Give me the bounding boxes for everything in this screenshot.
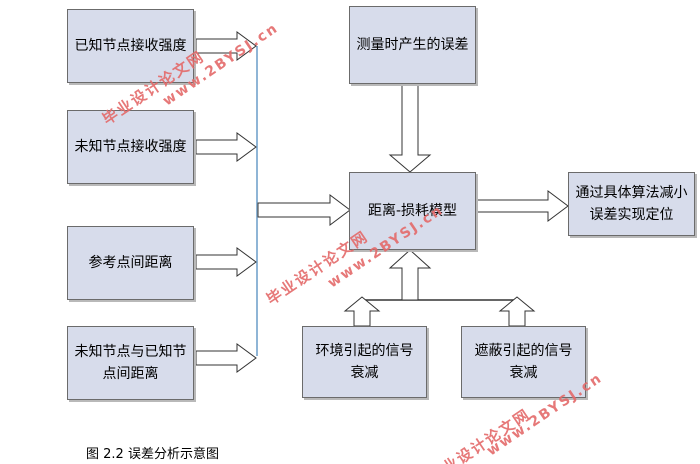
node-measurement-error-label: 测量时产生的误差 (356, 37, 469, 53)
node-shadowing-attenuation-label: 遮蔽引起的信号衰减 (474, 343, 573, 381)
arrow-known-strength (195, 31, 257, 61)
arrow-unknown-known-distance (195, 343, 257, 373)
arrow-attenuation-to-model (388, 249, 432, 301)
node-path-loss-model-label: 距离-损耗模型 (367, 203, 458, 219)
arrow-bus-to-model (257, 194, 351, 226)
node-known-strength-label: 已知节点接收强度 (74, 38, 187, 54)
node-unknown-known-distance: 未知节点与已知节点间距离 (67, 326, 194, 400)
arrow-unknown-strength (195, 132, 257, 162)
figure-caption: 图 2.2 误差分析示意图 (86, 447, 219, 462)
node-shadowing-attenuation: 遮蔽引起的信号衰减 (461, 326, 586, 398)
arrow-reference-distance (195, 247, 257, 277)
node-path-loss-model: 距离-损耗模型 (349, 172, 476, 250)
node-localization-label: 通过具体算法减小误差实现定位 (575, 185, 688, 223)
arrow-shadowing-up (498, 296, 536, 327)
node-environment-attenuation-label: 环境引起的信号衰减 (315, 343, 414, 381)
node-unknown-strength: 未知节点接收强度 (67, 110, 194, 184)
arrow-error-to-model (388, 83, 432, 173)
node-environment-attenuation: 环境引起的信号衰减 (302, 326, 427, 398)
arrow-model-to-localization (475, 190, 569, 222)
node-reference-distance-label: 参考点间距离 (88, 255, 173, 271)
node-known-strength: 已知节点接收强度 (67, 9, 194, 83)
node-reference-distance: 参考点间距离 (67, 226, 194, 300)
node-unknown-known-distance-label: 未知节点与已知节点间距离 (74, 344, 187, 382)
node-localization: 通过具体算法减小误差实现定位 (568, 172, 695, 236)
node-unknown-strength-label: 未知节点接收强度 (74, 139, 187, 155)
node-measurement-error: 测量时产生的误差 (349, 6, 476, 84)
arrow-environment-up (343, 296, 381, 327)
